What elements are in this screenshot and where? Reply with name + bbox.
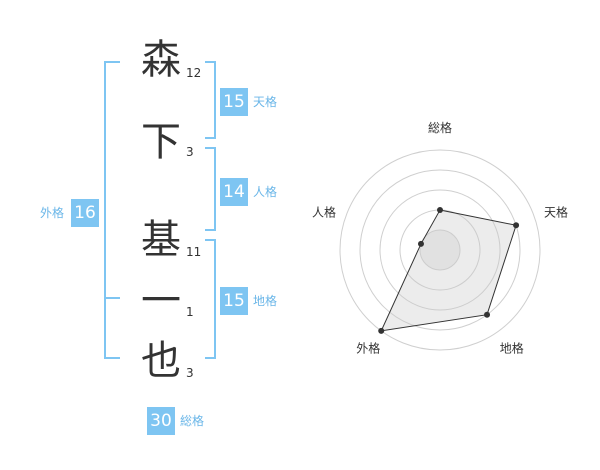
radar-polygon (380, 209, 517, 332)
radar-axis-label-1: 天格 (544, 204, 568, 219)
tenkaku-bracket (205, 61, 216, 139)
radar-axis-label-3: 外格 (356, 341, 380, 356)
tenkaku-label: 天格 (253, 95, 278, 109)
stroke-count-2: 3 (186, 145, 194, 159)
gaikaku-bracket-lower (104, 297, 120, 359)
stroke-count-1: 12 (186, 66, 202, 80)
gaikaku-value: 16 (71, 199, 99, 227)
radar-point-3 (378, 327, 385, 334)
name-char-4: 一 (141, 278, 181, 324)
soukaku-label: 総格 (180, 414, 205, 428)
soukaku-value: 30 (147, 407, 175, 435)
name-char-2: 下 (141, 119, 181, 165)
radar-point-1 (513, 222, 520, 229)
radar-axis-label-0: 総格 (428, 120, 452, 135)
chikaku-value: 15 (220, 287, 248, 315)
jinkaku-label: 人格 (253, 185, 278, 199)
stroke-count-4: 1 (186, 305, 194, 319)
jinkaku-value: 14 (220, 178, 248, 206)
name-char-5: 也 (141, 338, 181, 384)
radar-ring-5 (339, 149, 541, 351)
radar-point-0 (437, 207, 443, 213)
gaikaku-label: 外格 (40, 206, 65, 220)
tenkaku-value: 15 (220, 88, 248, 116)
radar-point-4 (417, 240, 424, 247)
chikaku-label: 地格 (253, 294, 278, 308)
radar-ring-1 (419, 229, 461, 271)
jinkaku-bracket (205, 147, 216, 231)
radar-ring-3 (379, 189, 501, 311)
name-char-1: 森 (141, 37, 181, 83)
chikaku-bracket (205, 239, 216, 359)
radar-point-2 (484, 311, 491, 318)
radar-axis-label-4: 人格 (312, 204, 336, 219)
stroke-count-3: 11 (186, 245, 202, 259)
stroke-count-5: 3 (186, 366, 194, 380)
radar-ring-4 (359, 169, 521, 331)
radar-axis-label-2: 地格 (500, 341, 524, 356)
name-char-3: 基 (141, 217, 181, 263)
